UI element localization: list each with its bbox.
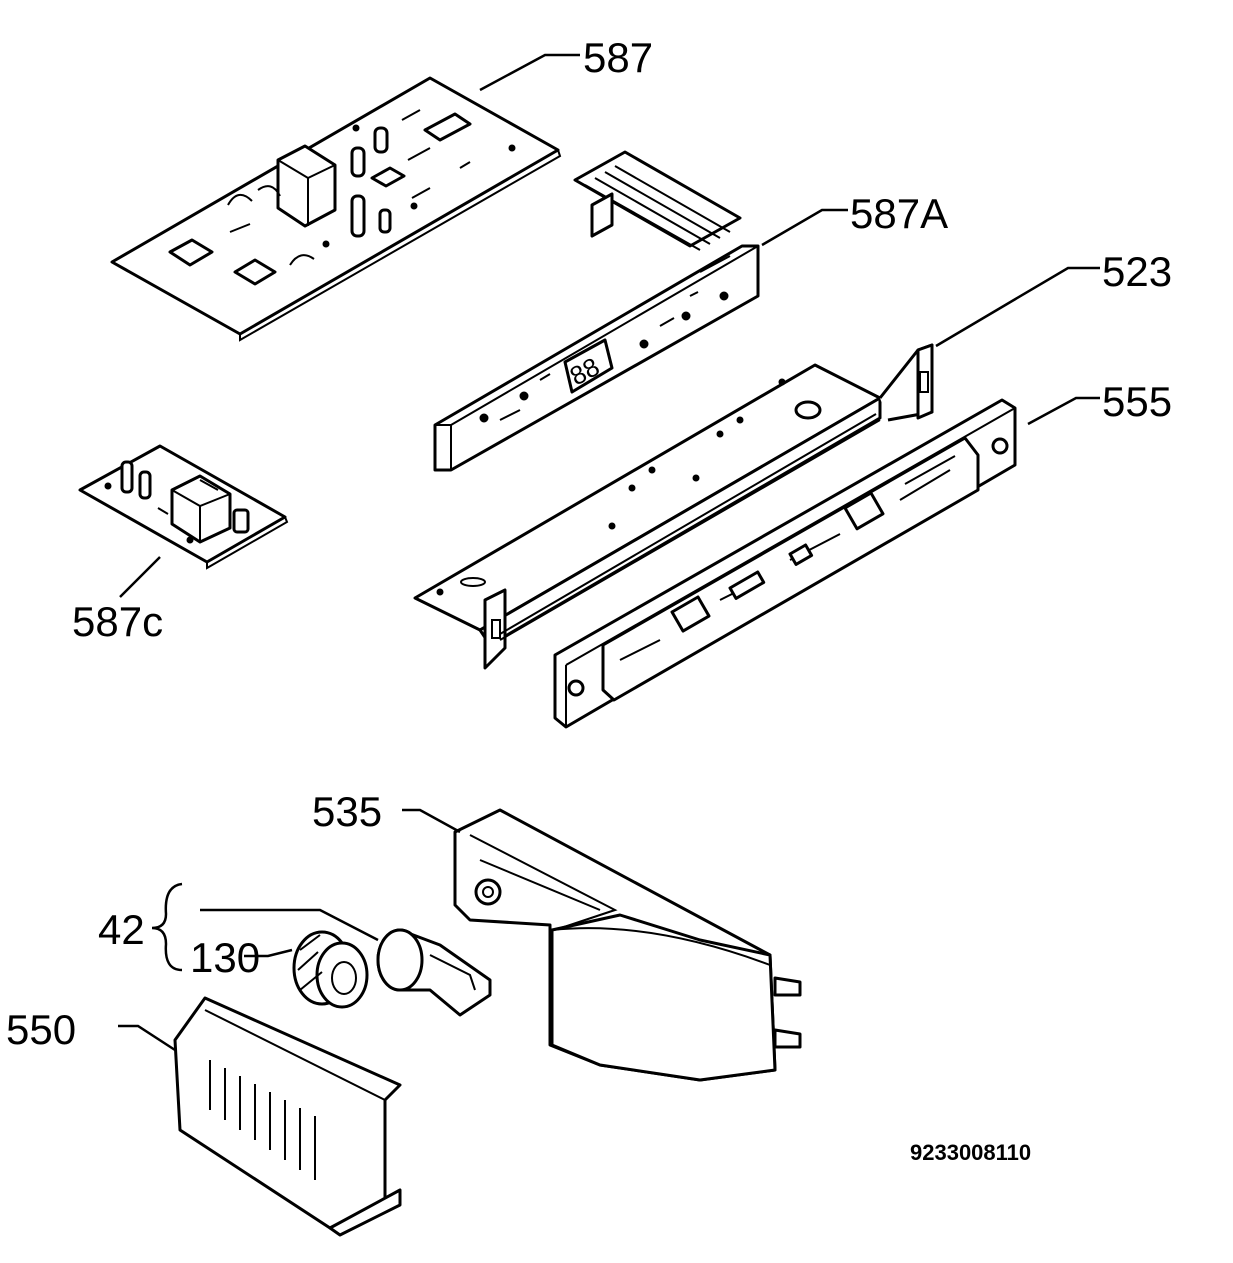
label-587c: 587c	[72, 598, 163, 645]
label-555: 555	[1102, 378, 1172, 425]
label-42: 42	[98, 906, 145, 953]
part-555-front-panel	[553, 398, 1017, 729]
part-130-knob-cap	[292, 930, 369, 1009]
part-587c-small-board	[78, 444, 289, 570]
part-550-ribbed-cover	[173, 996, 402, 1237]
leader-lines	[118, 53, 1100, 1052]
part-587-circuit-board	[110, 76, 562, 342]
label-587A: 587A	[850, 190, 948, 237]
drawing-code: 9233008110	[910, 1140, 1031, 1165]
part-523-bracket	[413, 343, 934, 670]
label-550: 550	[6, 1006, 76, 1053]
label-535: 535	[312, 788, 382, 835]
part-535-cover	[453, 808, 802, 1082]
part-587A-display-board: 88	[433, 150, 760, 472]
label-523: 523	[1102, 248, 1172, 295]
label-587: 587	[583, 34, 653, 81]
label-130: 130	[190, 934, 260, 981]
part-42-knob-shaft	[376, 928, 492, 1017]
